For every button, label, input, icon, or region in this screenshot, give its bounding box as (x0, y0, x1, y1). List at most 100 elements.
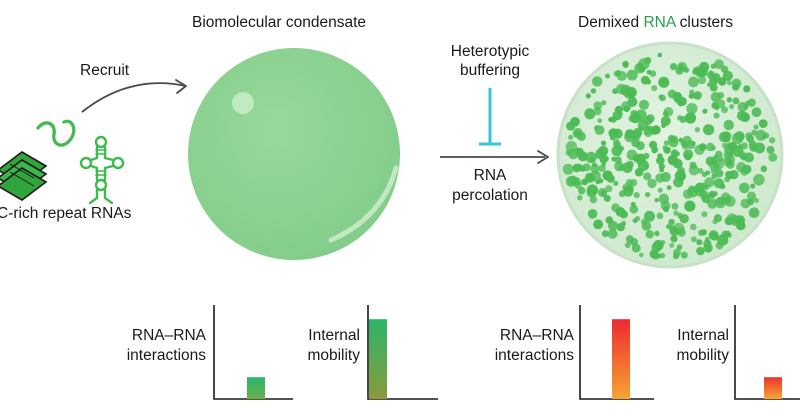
rna-cluster-dot (611, 156, 617, 162)
rna-cluster-dot (715, 169, 724, 178)
rna-cluster-dot (658, 76, 670, 88)
rna-cluster-dot (658, 193, 669, 204)
rna-cluster-dot (684, 112, 697, 124)
rna-cluster-dot (710, 156, 719, 165)
rna-cluster-dot (703, 243, 713, 253)
rna-cluster-dot (751, 107, 762, 118)
rna-cluster-dot (659, 252, 666, 259)
rna-cluster-dot (644, 210, 655, 222)
rna-cluster-dot (663, 107, 674, 117)
rna-cluster-dot (598, 145, 609, 156)
condensate-title: Biomolecular condensate (192, 14, 367, 31)
rna-cluster-dot (585, 151, 597, 164)
rna-cluster-dot (703, 124, 715, 136)
rna-cluster-dot (597, 118, 602, 123)
rna-cluster-dot (657, 187, 663, 193)
rna-cluster-dot (629, 205, 639, 214)
rna-cluster-dot (565, 149, 572, 156)
rna-cluster-dot (631, 112, 642, 123)
rna-cluster-dot (713, 112, 720, 119)
rna-cluster-dot (621, 101, 632, 112)
rna-cluster-dot (605, 185, 613, 193)
rna-cluster-dot (696, 246, 705, 256)
rna-cluster-dot (715, 150, 723, 159)
bar-panel-label: Internal (677, 327, 729, 344)
rna-cluster-dot (671, 149, 679, 157)
rna-cluster-dot (753, 198, 759, 203)
rna-cluster-dot (639, 252, 644, 258)
rna-cluster-dot (690, 236, 697, 243)
rna-cluster-dot (699, 229, 706, 236)
demixed-title: Demixed RNA clusters (578, 13, 733, 32)
bar-panel-label: Internal (308, 327, 360, 344)
rna-cluster-dot (591, 162, 598, 168)
rna-strand-icon (36, 119, 76, 147)
rna-cluster-dot (686, 103, 698, 115)
rna-cluster-dot (626, 69, 638, 81)
rna-cluster-dot (687, 186, 698, 198)
rna-cluster-dot (600, 140, 607, 146)
rna-cluster-dot (585, 93, 591, 99)
rna-cluster-dot (586, 187, 597, 198)
rna-cluster-dot (614, 105, 623, 114)
rna-cluster-dot (595, 179, 601, 185)
rna-cluster-dot (740, 154, 748, 161)
rna-cluster-dot (651, 85, 658, 92)
rna-cluster-dot (643, 163, 649, 170)
droplet-highlight (232, 92, 254, 114)
rna-cluster-dot (716, 99, 726, 108)
rna-cluster-dot (709, 83, 718, 92)
rna-cluster-dot (673, 222, 685, 235)
rna-cluster-dot (708, 190, 716, 199)
rna-cluster-dot (746, 191, 757, 201)
rna-cluster-dot (600, 190, 607, 197)
rna-cluster-dot (686, 140, 696, 150)
rna-cluster-dot (575, 163, 583, 171)
rna-cluster-dot (582, 163, 591, 172)
rna-cluster-dot (753, 173, 765, 186)
repeat-rnas-label: C-rich repeat RNAs (0, 205, 132, 222)
rna-cluster-dot (760, 165, 768, 173)
rna-cluster-dot (710, 91, 721, 103)
buffering-label: buffering (459, 62, 521, 79)
rna-cluster-dot (725, 171, 732, 178)
rna-cluster-dot (729, 104, 735, 110)
rna-cluster-dot (670, 235, 678, 243)
rna-cluster-dot (726, 80, 732, 86)
rna-cluster-dot (744, 152, 754, 163)
rna-cluster-dot (717, 196, 726, 205)
condensate-droplet (188, 48, 400, 260)
rna-cluster-dot (640, 75, 650, 85)
rna-cluster-dot (721, 106, 728, 114)
rna-cluster-dot (762, 134, 767, 139)
bar-panel-label: RNA–RNA (131, 327, 206, 344)
rna-cluster-dot (581, 153, 588, 160)
rna-cluster-dot (645, 230, 654, 239)
rna-cluster-dot (677, 166, 685, 175)
rna-cluster-dot (668, 218, 675, 226)
rna-cluster-dot (587, 209, 598, 219)
rna-cluster-dot (562, 163, 574, 175)
rna-cluster-dot (655, 173, 665, 183)
rna-cluster-dot (710, 63, 716, 69)
rna-cluster-dot (601, 100, 607, 106)
rna-cluster-dot (635, 169, 642, 177)
rna-cluster-dot (688, 76, 699, 88)
rna-cluster-dot (634, 62, 645, 74)
rna-cluster-dot (712, 219, 718, 225)
percolation-rna-label: RNA (473, 167, 507, 184)
rna-cluster-dot (680, 140, 687, 147)
rna-cluster-dot (613, 180, 619, 186)
percolation-arrowhead (537, 150, 549, 164)
rna-cluster-dot (638, 99, 650, 110)
rna-cluster-dot (601, 230, 609, 238)
rna-cluster-dot (667, 134, 676, 143)
rna-cluster-dot (714, 59, 724, 70)
hairpin-rna-icon (79, 135, 125, 205)
rna-cluster-dot (680, 251, 688, 259)
rna-cluster-dot (704, 184, 710, 190)
heterotypic-label: Heterotypic (450, 43, 530, 60)
rna-cluster-dot (747, 98, 756, 107)
